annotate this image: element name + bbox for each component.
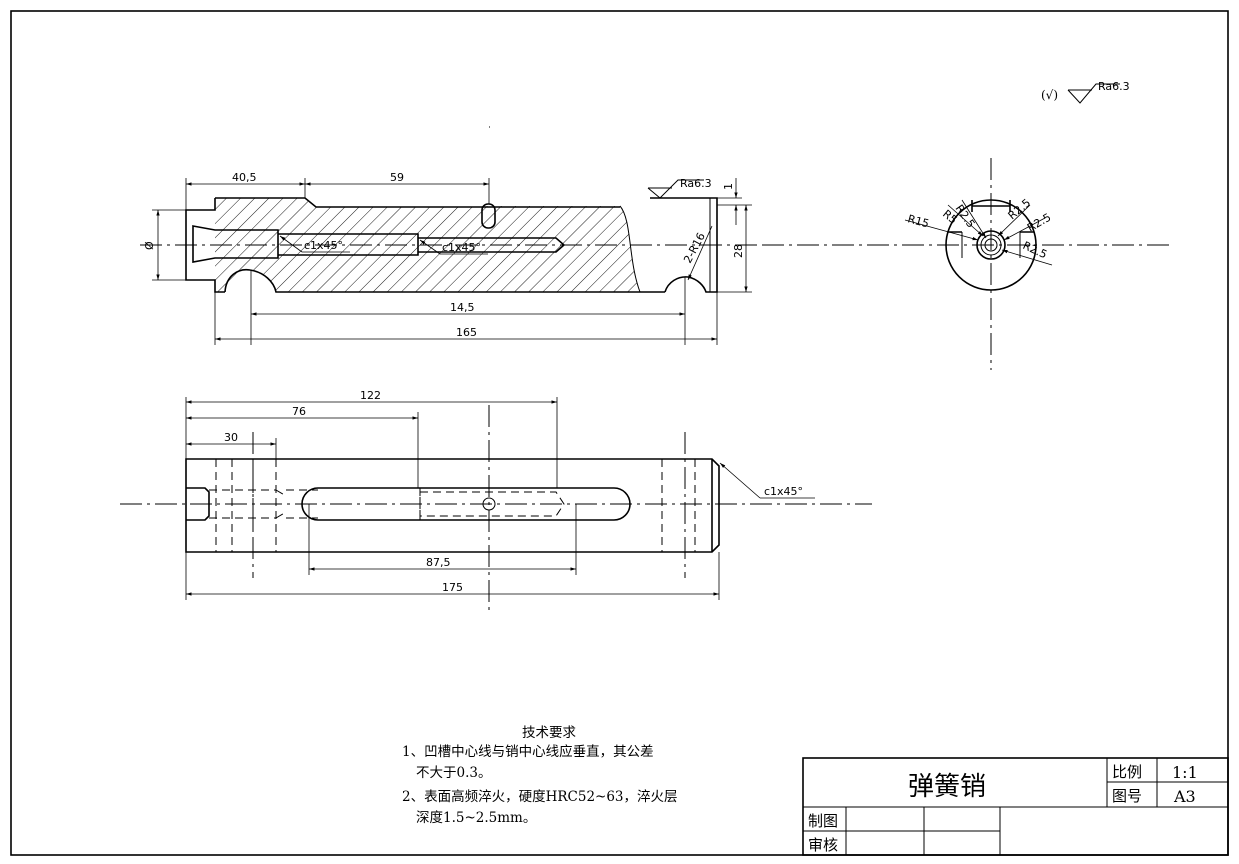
drawing-no-label: 图号 xyxy=(1112,787,1142,805)
radius-r15: R15 xyxy=(906,212,930,230)
section-roughness: Ra6.3 xyxy=(680,177,712,190)
plan-chamfer-note: c1x45° xyxy=(764,485,803,498)
dim-175: 175 xyxy=(442,581,463,594)
part-name: 弹簧销 xyxy=(908,772,986,802)
notes-line-3: 2、表面高频淬火，硬度HRC52~63，淬火层 xyxy=(402,788,678,805)
plan-view: 122 76 30 87,5 175 c1x45° xyxy=(120,389,872,612)
end-view: R15 R5 R2.5 R2.5 R2.5 R2.5 xyxy=(762,158,1170,370)
dim-1: 1 xyxy=(722,183,735,190)
title-block: 弹簧销 比例 1:1 图号 A3 制图 审核 xyxy=(802,757,1229,856)
dim-40-5: 40,5 xyxy=(232,171,257,184)
dim-14-5: 14,5 xyxy=(450,301,475,314)
roughness-prefix: (√) xyxy=(1041,88,1058,102)
chamfer-note-1: c1x45° xyxy=(304,239,343,252)
notes-heading: 技术要求 xyxy=(522,725,576,741)
notes-line-1: 1、凹槽中心线与销中心线应垂直，其公差 xyxy=(402,743,654,760)
dim-left-dia: Ø xyxy=(143,241,156,250)
dim-87-5: 87,5 xyxy=(426,556,451,569)
dim-59: 59 xyxy=(390,171,404,184)
section-view: 40,5 59 14,5 165 Ø 28 1 c1x45° xyxy=(140,171,775,345)
checked-label: 审核 xyxy=(808,836,838,854)
chamfer-note-2: c1x45° xyxy=(442,241,481,254)
dim-76: 76 xyxy=(292,405,306,418)
dim-122: 122 xyxy=(360,389,381,402)
roughness-value: Ra6.3 xyxy=(1098,80,1130,93)
radius-r2-5-c: R2.5 xyxy=(1025,211,1053,235)
dim-30: 30 xyxy=(224,431,238,444)
scale-label: 比例 xyxy=(1112,763,1142,781)
roughness-symbol: (√) Ra6.3 xyxy=(1041,80,1130,104)
scale-value: 1:1 xyxy=(1172,763,1198,782)
drawn-label: 制图 xyxy=(808,812,838,830)
drawing-no-value: A3 xyxy=(1173,787,1196,806)
sheet-border xyxy=(10,10,1229,856)
dim-28: 28 xyxy=(732,244,745,258)
technical-notes: 技术要求 1、凹槽中心线与销中心线应垂直，其公差 不大于0.3。 2、表面高频淬… xyxy=(402,725,678,826)
notes-line-2: 不大于0.3。 xyxy=(416,765,491,781)
dim-165: 165 xyxy=(456,326,477,339)
radius-note-right: 2-R16 xyxy=(681,231,708,266)
notes-line-4: 深度1.5~2.5mm。 xyxy=(416,810,536,826)
